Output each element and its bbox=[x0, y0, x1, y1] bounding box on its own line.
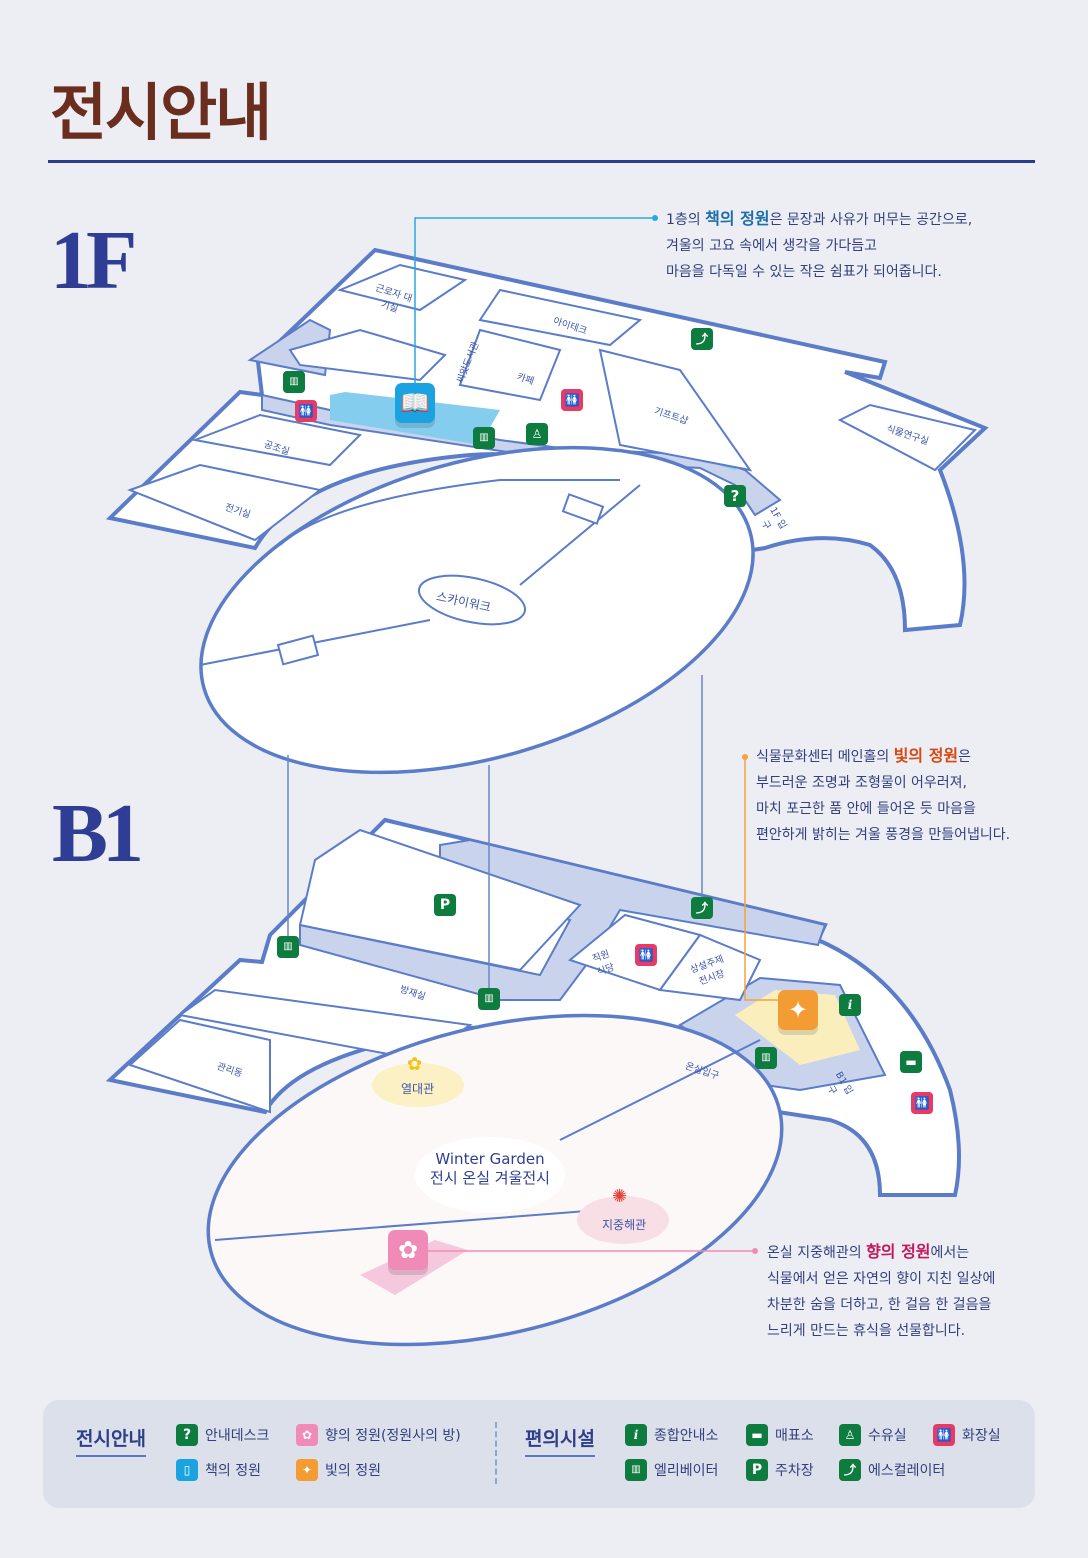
callout-light-garden: 식물문화센터 메인홀의 빛의 정원은 부드러운 조명과 조형물이 어우러져, 마… bbox=[756, 746, 1011, 843]
parking-icon: P bbox=[746, 1459, 768, 1481]
elevator-icon: ▥ bbox=[625, 1459, 647, 1481]
callout-emphasis: 향의 정원 bbox=[866, 1242, 931, 1261]
title-divider bbox=[48, 160, 1035, 163]
tropical-flower-icon: ✿ bbox=[407, 1054, 423, 1075]
parking-icon[interactable]: P bbox=[434, 894, 456, 916]
zone-label-tropical: 열대관 bbox=[401, 1082, 435, 1096]
page-title: 전시안내 bbox=[50, 76, 272, 149]
restroom-icon[interactable]: 🚻 bbox=[635, 944, 657, 966]
restroom-icon: 🚻 bbox=[933, 1424, 955, 1446]
floor-label-1f: 1F bbox=[50, 214, 137, 307]
skywalk-ring bbox=[417, 574, 527, 626]
elevator-icon[interactable]: ▥ bbox=[478, 988, 500, 1010]
mediterranean-flower-icon: ✺ bbox=[612, 1186, 628, 1207]
elevator-icon[interactable]: ▥ bbox=[277, 936, 299, 958]
elevator-icon[interactable]: ▥ bbox=[283, 371, 305, 393]
callout-line-book bbox=[414, 217, 652, 385]
light-garden-icon: ✦ bbox=[296, 1459, 318, 1481]
zone-label-mediterranean: 지중해관 bbox=[602, 1218, 647, 1232]
ticket-office-icon[interactable]: ▬ bbox=[900, 1051, 922, 1073]
info-desk-icon: ? bbox=[176, 1424, 198, 1446]
winter-garden-subtitle: 전시 온실 겨울전시 bbox=[430, 1169, 550, 1187]
legend-item: ✿향의 정원(정원사의 방) bbox=[296, 1424, 461, 1446]
information-center-icon[interactable]: i bbox=[839, 994, 861, 1016]
escalator-icon: ⤴ bbox=[839, 1459, 861, 1481]
callout-book-garden: 1층의 책의 정원은 문장과 사유가 머무는 공간으로, 겨울의 고요 속에서 … bbox=[666, 209, 973, 280]
floor-label-b1: B1 bbox=[52, 787, 144, 880]
nursing-room-icon[interactable]: ♙ bbox=[526, 423, 548, 445]
legend-item: ▯책의 정원 bbox=[176, 1459, 261, 1481]
winter-garden-title: Winter Garden bbox=[435, 1150, 545, 1168]
callout-line-light bbox=[744, 757, 780, 1001]
legend-item: ▥엘리베이터 bbox=[625, 1459, 718, 1481]
restroom-icon[interactable]: 🚻 bbox=[561, 389, 583, 411]
escalator-icon[interactable]: ⤴ bbox=[691, 328, 713, 350]
winter-garden-label: Winter Garden 전시 온실 겨울전시 bbox=[420, 1150, 560, 1188]
legend-divider bbox=[495, 1422, 497, 1484]
elevator-icon[interactable]: ▥ bbox=[755, 1047, 777, 1069]
legend-item: ✦빛의 정원 bbox=[296, 1459, 381, 1481]
legend-item: ?안내데스크 bbox=[176, 1424, 269, 1446]
callout-scent-garden: 온실 지중해관의 향의 정원에서는 식물에서 얻은 자연의 향이 지친 일상에 … bbox=[767, 1242, 996, 1339]
elevator-icon[interactable]: ▥ bbox=[473, 427, 495, 449]
restroom-icon[interactable]: 🚻 bbox=[295, 400, 317, 422]
light-garden-icon[interactable]: ✦ bbox=[778, 990, 818, 1030]
scent-garden-icon: ✿ bbox=[296, 1424, 318, 1446]
legend-item: 🚻화장실 bbox=[933, 1424, 1001, 1446]
legend-item: ▬매표소 bbox=[746, 1424, 814, 1446]
information-center-icon: i bbox=[625, 1424, 647, 1446]
legend-exhibit-title: 전시안내 bbox=[76, 1424, 146, 1457]
escalator-icon[interactable]: ⤴ bbox=[691, 897, 713, 919]
legend-facility-title: 편의시설 bbox=[525, 1424, 595, 1457]
book-garden-icon: ▯ bbox=[176, 1459, 198, 1481]
info-desk-icon[interactable]: ? bbox=[724, 485, 746, 507]
callout-emphasis: 책의 정원 bbox=[705, 209, 770, 228]
callout-emphasis: 빛의 정원 bbox=[893, 746, 959, 765]
legend: 전시안내 ?안내데스크 ✿향의 정원(정원사의 방) ▯책의 정원 ✦빛의 정원… bbox=[43, 1400, 1035, 1508]
restroom-icon[interactable]: 🚻 bbox=[911, 1092, 933, 1114]
ticket-office-icon: ▬ bbox=[746, 1424, 768, 1446]
scent-garden-icon[interactable]: ✿ bbox=[388, 1230, 428, 1270]
legend-item: ♙수유실 bbox=[839, 1424, 907, 1446]
legend-item: ⤴에스컬레이터 bbox=[839, 1459, 945, 1481]
book-garden-icon[interactable]: 📖 bbox=[395, 383, 435, 423]
nursing-room-icon: ♙ bbox=[839, 1424, 861, 1446]
